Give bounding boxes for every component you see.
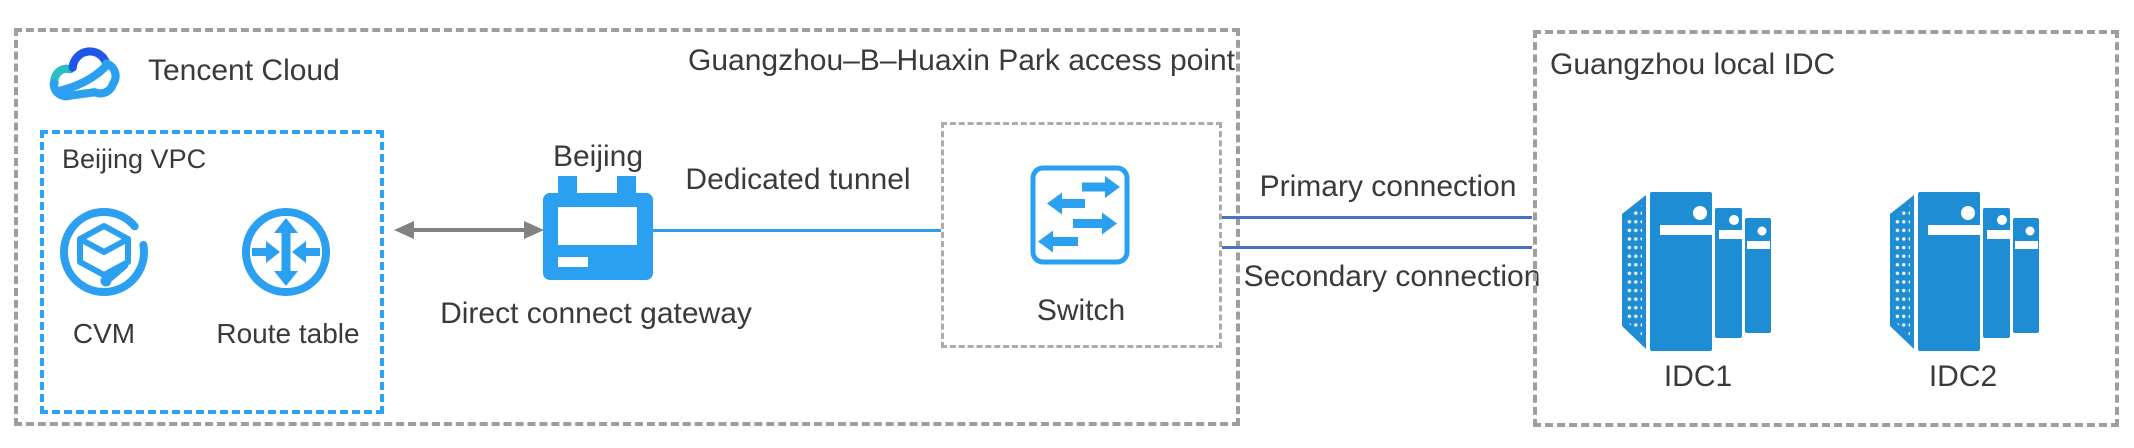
vpc-gateway-arrow — [394, 221, 544, 239]
dedicated-tunnel-line — [653, 229, 941, 232]
brand-name: Tencent Cloud — [148, 54, 340, 87]
vpc-title: Beijing VPC — [62, 144, 207, 174]
idc-zone-title: Guangzhou local IDC — [1550, 48, 1836, 81]
vpc-zone-box — [40, 130, 384, 414]
route-table-label: Route table — [216, 318, 360, 349]
switch-zone-box — [941, 122, 1222, 348]
cvm-label: CVM — [72, 318, 136, 349]
idc-zone-box — [1533, 30, 2119, 427]
access-point-zone-box — [14, 28, 1240, 426]
access-point-zone-title: Guangzhou–B–Huaxin Park access point — [688, 44, 1236, 77]
tencent-cloud-logo — [49, 47, 120, 101]
secondary-connection-label: Secondary connection — [1243, 260, 1541, 293]
idc-server-icon — [1622, 192, 1771, 351]
switch-icon — [1030, 165, 1130, 265]
route-table-icon — [242, 208, 330, 296]
idc-server-icon — [1890, 192, 2039, 351]
primary-connection-label: Primary connection — [1259, 170, 1517, 203]
idc2-label: IDC2 — [1928, 360, 1998, 393]
primary-connection-line — [1222, 216, 1532, 219]
switch-label: Switch — [1036, 294, 1126, 327]
secondary-connection-line — [1222, 246, 1532, 249]
tunnel-label: Dedicated tunnel — [685, 163, 911, 196]
gateway-region-label: Beijing — [552, 140, 644, 173]
direct-connect-gateway-icon — [543, 176, 653, 280]
cvm-icon — [60, 208, 148, 296]
idc1-label: IDC1 — [1663, 360, 1733, 393]
gateway-label: Direct connect gateway — [440, 297, 752, 330]
